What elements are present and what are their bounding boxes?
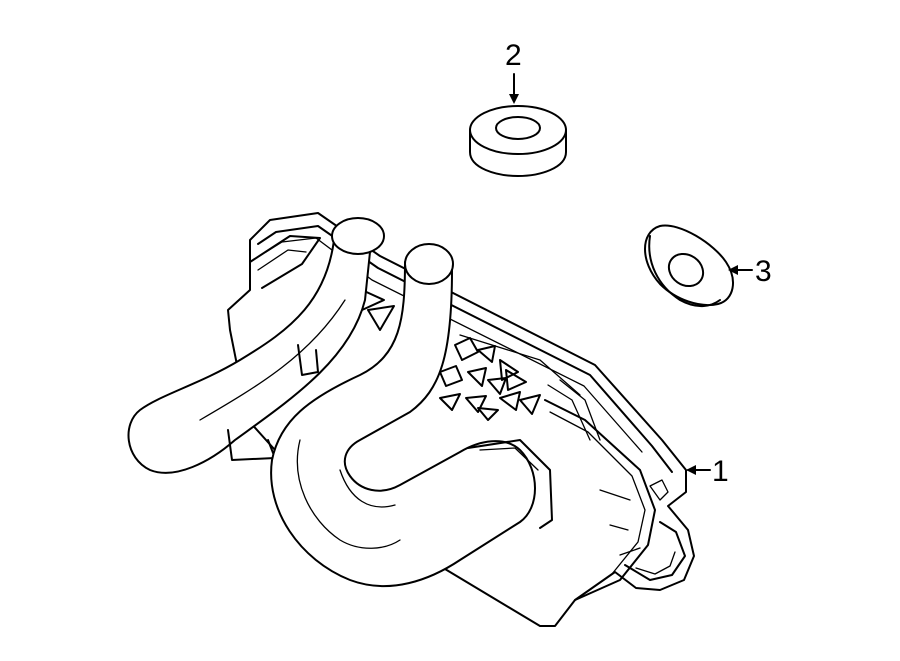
tube-rear-highlight	[199, 299, 346, 421]
tube-rear	[127, 229, 371, 474]
grommet-side-hole	[667, 252, 705, 288]
callout-2-arrowhead	[509, 94, 519, 104]
callout-3-number: 3	[755, 255, 772, 288]
callout-1-arrowhead	[686, 465, 696, 475]
tube-rear-bracket	[227, 429, 276, 461]
tank-rib-1	[599, 489, 631, 501]
tube-front-end	[404, 243, 454, 285]
grommet-top-hole	[495, 116, 541, 140]
left-bracket-inner	[257, 249, 307, 271]
tube-front-collar	[467, 439, 553, 529]
left-bracket	[249, 235, 321, 289]
callout-1-number: 1	[712, 455, 729, 488]
tube-front-collar-inner	[479, 447, 539, 471]
grommet-top[interactable]: 2	[469, 39, 567, 177]
callout-2-number: 2	[505, 39, 522, 72]
tube-rear-end	[331, 217, 385, 255]
core-end-tank	[544, 399, 656, 601]
callout-3-arrowhead	[728, 265, 738, 275]
core-fins	[339, 289, 601, 441]
grommet-side[interactable]: 3	[644, 224, 772, 307]
mount-tab	[624, 521, 686, 581]
tube-front	[270, 261, 536, 588]
tube-front-inner	[339, 469, 396, 508]
tank-rib-2	[609, 524, 629, 531]
grommet-side-rim	[648, 235, 721, 307]
tube-clip	[297, 344, 319, 376]
tank-rib-3	[619, 547, 641, 556]
core-end-tank-inner	[549, 411, 646, 575]
tube-front-highlight	[296, 439, 401, 549]
core-top-flange	[257, 225, 673, 473]
mount-tab-inner	[635, 551, 676, 575]
side-clip	[649, 479, 669, 501]
heater-core[interactable]: 1	[127, 212, 729, 627]
